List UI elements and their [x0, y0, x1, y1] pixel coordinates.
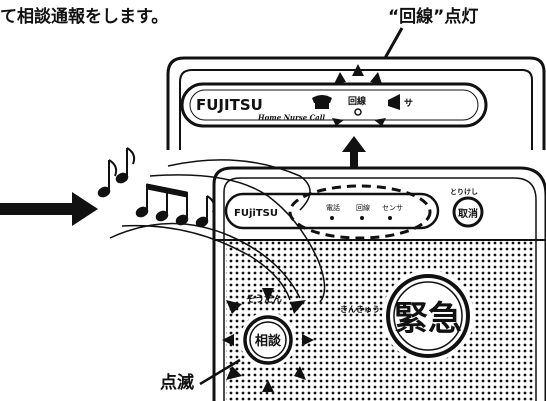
small-indicator-strip — [224, 192, 440, 230]
small-label-phone: 電話 — [326, 203, 340, 212]
zoom-arrow — [342, 136, 366, 182]
cancel-button-label: 取消 — [458, 207, 478, 220]
top-caption: て相談通報をします。 — [0, 7, 169, 27]
sensor-icon: サ — [388, 94, 413, 110]
line-indicator-label: 回線 — [348, 95, 366, 107]
consult-hiragana: そうだん — [246, 294, 282, 305]
svg-text:サ: サ — [404, 98, 413, 109]
device-body: FUjiTSU 電話 回線 センサ とりけし 取消 きんきゅう 緊急 そうだん … — [212, 166, 546, 401]
line-lit-caption: “回線”点灯 — [388, 7, 479, 27]
small-brand-logo: FUjiTSU — [234, 208, 278, 219]
sound-waves — [109, 159, 326, 303]
small-label-sensor: センサ — [382, 204, 403, 212]
cancel-button[interactable] — [452, 196, 484, 228]
consult-button[interactable] — [243, 315, 293, 365]
cancel-hiragana: とりけし — [450, 187, 478, 196]
phone-icon — [312, 95, 332, 109]
brand-logo: FUJITSU — [196, 96, 263, 114]
small-label-line: 回線 — [356, 203, 370, 212]
blink-caption: 点滅 — [160, 373, 194, 393]
enlarged-panel: FUJITSU Home Nurse Call 回線 サ — [166, 56, 546, 150]
emergency-hiragana: きんきゅう — [340, 305, 380, 314]
speaker-grille — [226, 240, 534, 401]
incoming-arrow — [0, 192, 98, 226]
consult-button-label: 相談 — [255, 333, 282, 349]
product-subtitle: Home Nurse Call — [257, 113, 325, 122]
line-indicator-lamp — [354, 108, 362, 116]
emergency-button[interactable] — [386, 274, 470, 358]
music-notes-icon — [97, 147, 216, 228]
glow-arrows — [332, 64, 386, 126]
blink-pointer — [199, 358, 241, 386]
highlight-ellipse — [288, 184, 432, 240]
blink-arrows — [222, 288, 314, 392]
emergency-button-label: 緊急 — [394, 299, 462, 339]
